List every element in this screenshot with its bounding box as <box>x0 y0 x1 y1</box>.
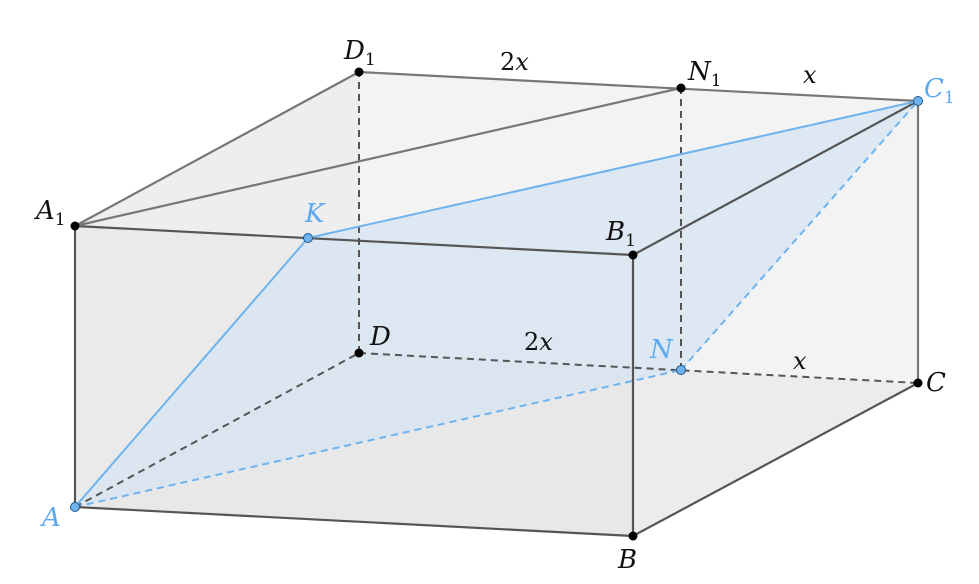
label-D1: D1 <box>343 36 376 70</box>
section-plane <box>75 101 918 507</box>
label-B1: B1 <box>605 217 636 251</box>
point-C1 <box>913 96 923 106</box>
face-right <box>633 101 918 536</box>
section-edges <box>74 100 919 508</box>
edge-AN <box>74 369 682 508</box>
length-bottom-DN: 2x <box>524 328 553 356</box>
edge-A1B1 <box>74 224 634 257</box>
label-A: A <box>40 503 61 533</box>
label-C1: C1 <box>924 74 955 108</box>
visible-edges <box>73 70 920 538</box>
point-N1 <box>676 83 686 93</box>
vertices <box>70 67 923 541</box>
edge-A1N1 <box>74 86 682 228</box>
hidden-edges <box>74 72 919 508</box>
edge-AD <box>74 352 360 508</box>
edge-D1C1 <box>358 70 919 103</box>
point-N <box>676 365 686 375</box>
label-C: C <box>926 368 946 398</box>
edge-KC1 <box>307 100 919 239</box>
point-A1 <box>70 221 80 231</box>
label-D: D <box>369 322 391 352</box>
length-labels: 2x x 2x x <box>500 48 817 375</box>
point-A <box>70 502 80 512</box>
point-K <box>303 233 313 243</box>
label-A1: A1 <box>34 196 66 230</box>
label-N1: N1 <box>687 57 722 91</box>
label-K: K <box>304 199 326 229</box>
edge-A1D1 <box>74 71 360 227</box>
point-labels: A B C D N A1 B1 C1 D1 N1 K <box>34 36 955 575</box>
section-hidden-edges <box>74 100 919 508</box>
point-D <box>354 348 364 358</box>
length-top-N1C1: x <box>803 61 817 89</box>
point-B1 <box>628 250 638 260</box>
point-D1 <box>354 67 364 77</box>
point-B <box>628 531 638 541</box>
length-top-D1N1: 2x <box>500 48 529 76</box>
edge-DC <box>358 352 919 384</box>
edge-BC <box>632 382 919 537</box>
edge-AK <box>74 237 309 508</box>
label-N: N <box>649 335 674 365</box>
length-bottom-NC: x <box>793 347 807 375</box>
edge-AB <box>74 505 634 538</box>
point-C <box>913 378 923 388</box>
edge-B1C1 <box>632 100 919 256</box>
label-B: B <box>617 545 637 575</box>
